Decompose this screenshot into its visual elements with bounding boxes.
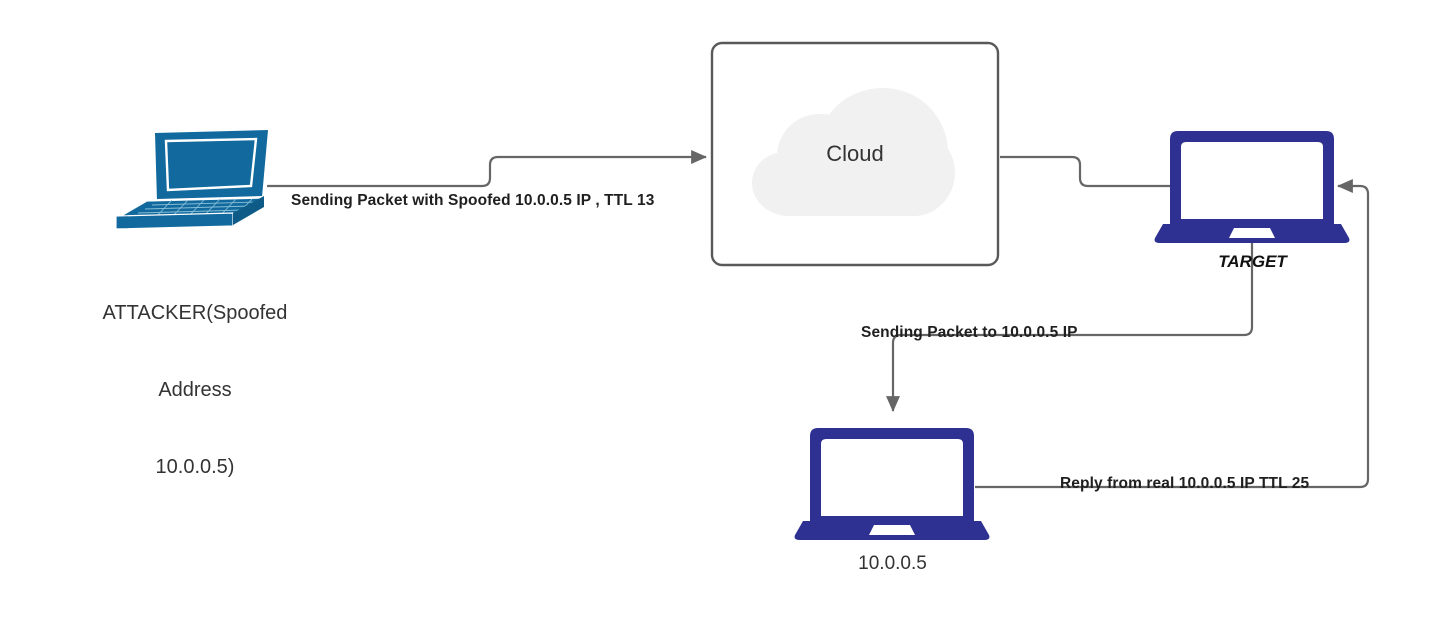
attacker-label-line-1: ATTACKER(Spoofed <box>102 302 288 325</box>
victim-trackpad-notch <box>869 525 915 535</box>
cloud-label: Cloud <box>826 141 884 166</box>
target-screen <box>1181 142 1323 219</box>
cloud-icon <box>752 88 955 216</box>
victim-laptop-icon[interactable] <box>794 428 990 540</box>
victim-label: 10.0.0.5 <box>858 553 927 574</box>
victim-screen <box>821 439 963 516</box>
edge-target-to-victim <box>886 243 1254 412</box>
edge-victim-to-target <box>975 179 1370 489</box>
connector-cloud-target <box>1000 155 1170 188</box>
attacker-label: ATTACKER(Spoofed Address 10.0.0.5) <box>60 250 330 506</box>
edge-label-target-to-victim: Sending Packet to 10.0.0.5 IP <box>861 324 1078 341</box>
attacker-label-line-2: Address <box>158 378 232 401</box>
edge-label-victim-to-target: Reply from real 10.0.0.5 IP TTL 25 <box>1060 475 1310 492</box>
attacker-label-line-3: 10.0.0.5) <box>155 455 235 478</box>
attacker-laptop-icon[interactable] <box>115 128 272 230</box>
connector-attacker-cloud <box>262 150 707 188</box>
attacker-base-front <box>115 212 234 230</box>
edge-label-attacker-to-cloud: Sending Packet with Spoofed 10.0.0.5 IP … <box>291 192 655 209</box>
attacker-base-side <box>233 196 264 225</box>
connector-victim-target <box>975 179 1370 489</box>
target-laptop-icon[interactable] <box>1154 131 1350 243</box>
cloud-container[interactable] <box>710 41 1000 267</box>
edge-cloud-to-target <box>1000 155 1170 188</box>
target-label: TARGET <box>1218 252 1287 271</box>
attacker-screen-display <box>164 137 258 192</box>
edge-attacker-to-cloud <box>262 150 707 188</box>
connector-target-victim <box>886 243 1254 412</box>
target-trackpad-notch <box>1229 228 1275 238</box>
